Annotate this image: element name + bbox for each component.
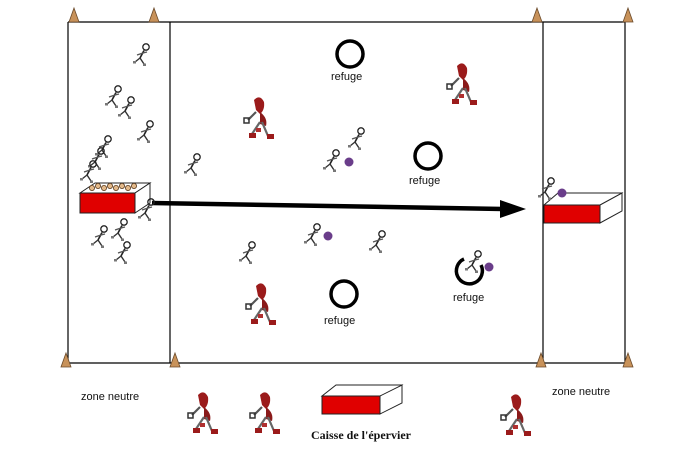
running-child-icon (132, 42, 150, 67)
running-child-icon (104, 85, 122, 109)
caisse-box-right (542, 192, 624, 224)
running-child-icon (537, 177, 556, 201)
caisse-box-left (78, 182, 152, 214)
ball-icon (344, 157, 354, 167)
refuge-label: refuge (324, 315, 356, 327)
ball-icon (484, 262, 494, 272)
refuge-label: refuge (409, 175, 441, 187)
running-child-icon (238, 241, 256, 265)
refuge-label: refuge (453, 292, 485, 304)
cone-icon (622, 7, 634, 23)
epervier-chaser-icon (445, 62, 479, 107)
caisse-caption: Caisse de l'épervier (311, 428, 411, 442)
ball-icon (557, 188, 567, 198)
refuge-label: refuge (331, 71, 363, 83)
running-child-icon (117, 96, 135, 120)
running-child-icon (322, 149, 341, 173)
caisse-box-legend (320, 384, 404, 415)
running-child-icon (368, 230, 387, 254)
cone-icon (68, 7, 80, 23)
balls-in-box (89, 182, 137, 191)
cone-icon (169, 352, 181, 368)
zone-neutre-label-right: zone neutre (552, 386, 611, 398)
running-child-icon (183, 153, 201, 177)
runners (79, 42, 556, 274)
epervier-chaser-icon (242, 96, 276, 141)
refuge-circles (329, 39, 485, 309)
epervier-chaser-icon (248, 391, 282, 436)
epervier-chaser-icon (499, 393, 533, 438)
carried-balls (323, 157, 567, 272)
refuge-circle-icon (413, 141, 443, 171)
refuge-circle-icon (329, 279, 359, 309)
epervier-chaser-icon (186, 391, 220, 436)
refuge-circle-icon (454, 257, 485, 286)
zone-neutre-label-left: zone neutre (81, 391, 140, 403)
running-child-icon (110, 218, 128, 242)
ball-icon (323, 231, 333, 241)
running-child-icon (113, 241, 131, 265)
running-child-icon (90, 225, 108, 249)
running-child-icon (303, 223, 322, 247)
refuge-circle-icon (335, 39, 365, 69)
cone-icon (148, 7, 160, 23)
running-child-icon (94, 135, 112, 159)
running-child-icon (347, 127, 366, 151)
direction-arrow (151, 200, 526, 218)
cone-icon (531, 7, 543, 23)
cone-icon (535, 352, 547, 368)
running-child-icon (136, 120, 154, 144)
epervier-chaser-icon (244, 282, 278, 327)
cone-icon (60, 352, 72, 368)
running-child-icon (79, 160, 97, 184)
chasers (186, 62, 533, 438)
running-child-icon (464, 250, 483, 274)
